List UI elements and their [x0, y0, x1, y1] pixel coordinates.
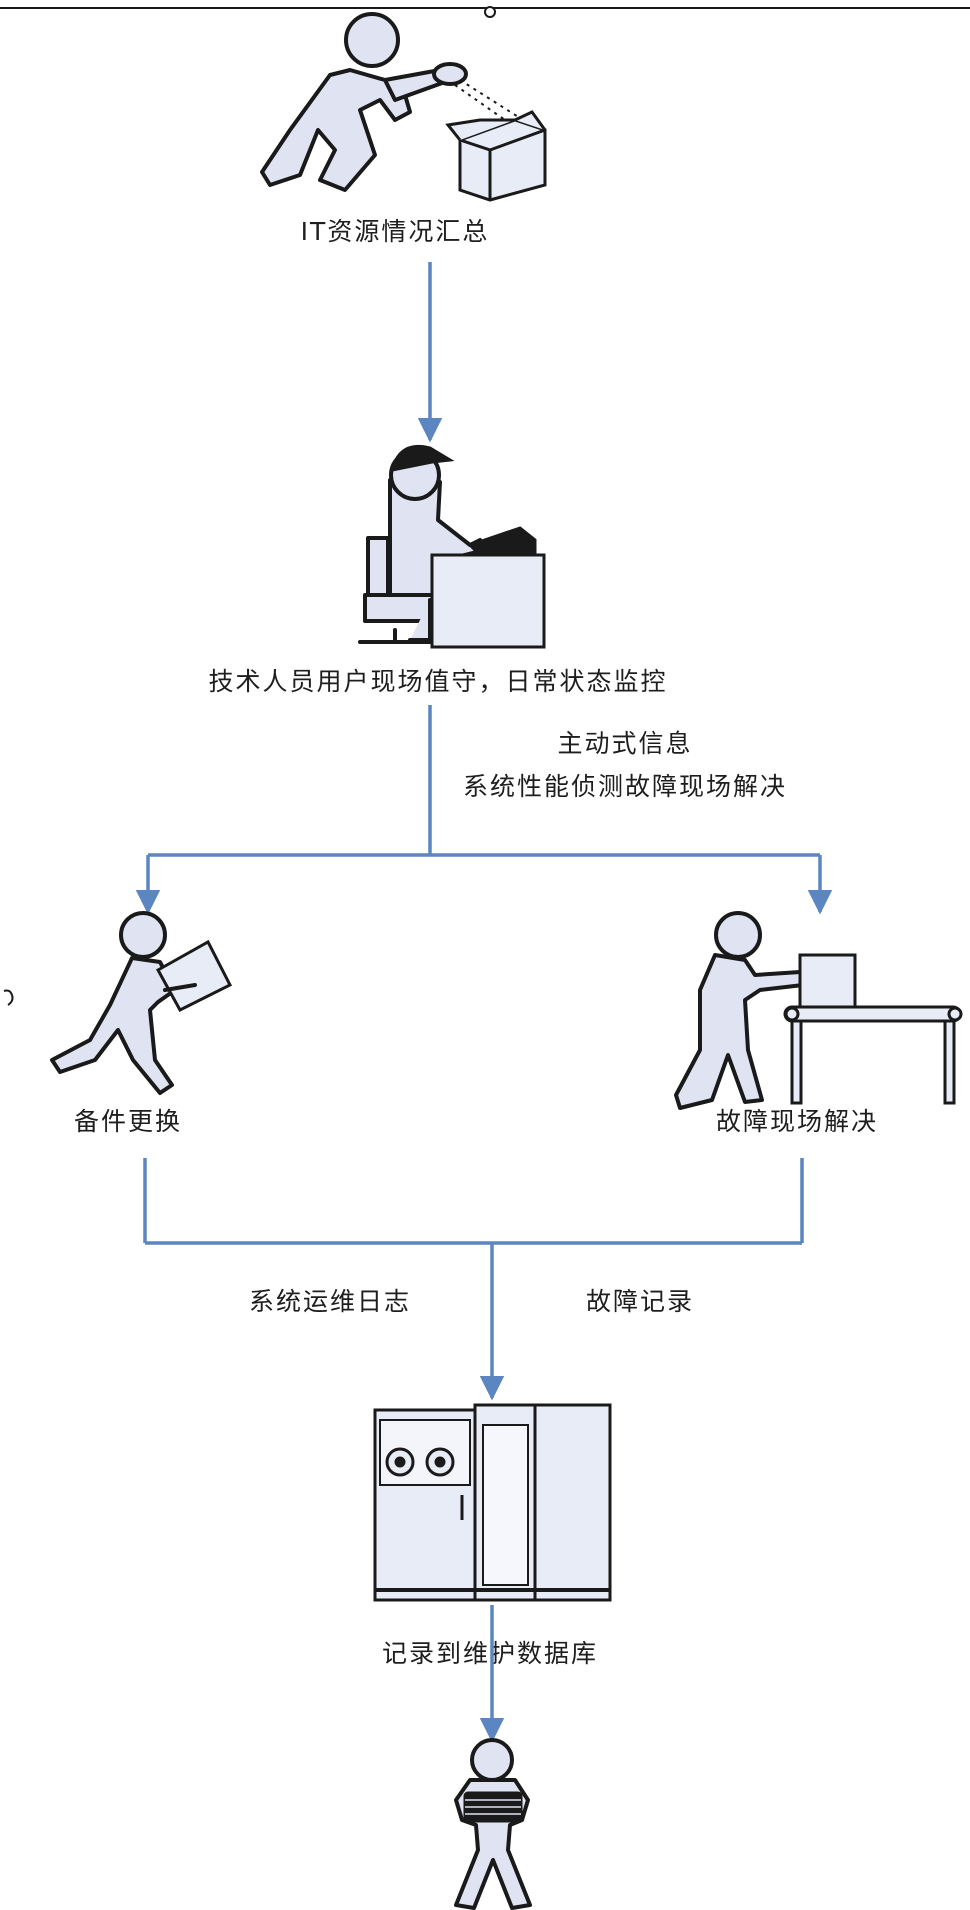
operator-desk-icon — [358, 444, 546, 649]
node-label-onsite-monitoring: 技术人员用户现场值守，日常状态监控 — [208, 667, 667, 696]
node-label-onsite-fix: 故障现场解决 — [716, 1107, 878, 1136]
node-label-it-summary: IT资源情况汇总 — [301, 217, 490, 246]
edge-label-proactive-1: 主动式信息 — [557, 729, 692, 758]
person-holding-files-icon — [454, 1738, 532, 1910]
carrying-person-icon — [50, 911, 233, 1095]
inspector-person-icon — [260, 12, 547, 202]
node-label-spare-replacement: 备件更换 — [74, 1107, 182, 1136]
node-label-maintenance-db: 记录到维护数据库 — [382, 1639, 598, 1668]
edge-label-proactive-2: 系统性能侦测故障现场解决 — [463, 772, 787, 801]
edge-artifact-top — [484, 6, 496, 18]
edge-label-fault-record: 故障记录 — [586, 1287, 694, 1316]
server-cabinet-icon — [373, 1403, 612, 1602]
edge-artifact-left — [3, 989, 14, 1006]
edge-label-ops-log: 系统运维日志 — [249, 1287, 411, 1316]
conveyor-worker-icon — [674, 911, 963, 1110]
